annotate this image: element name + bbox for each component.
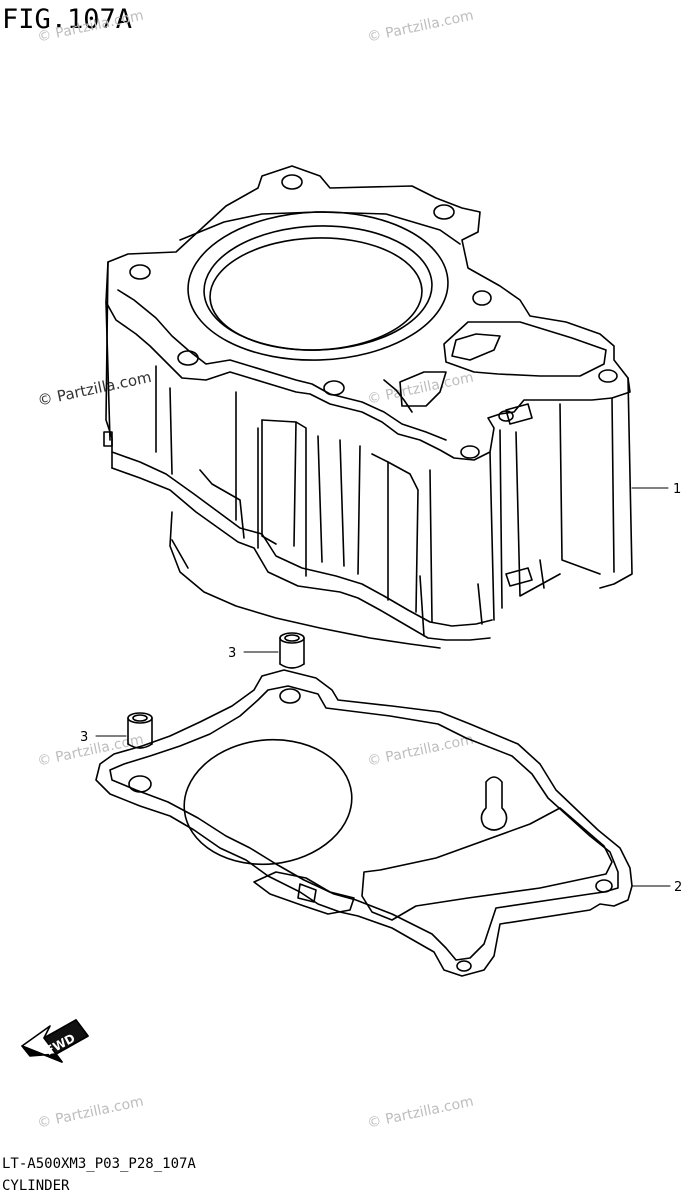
dowel-pin-upper[interactable] (279, 632, 305, 669)
leader-lines (95, 487, 671, 887)
callout-part-1[interactable]: 1 (673, 482, 681, 497)
callout-part-2[interactable]: 2 (674, 880, 682, 895)
callout-part-3-upper[interactable]: 3 (228, 646, 236, 661)
drawing-code: LT-A500XM3_P03_P28_107A (2, 1156, 196, 1172)
cylinder-gasket-part[interactable] (95, 669, 633, 977)
figure-title: FIG.107A (2, 4, 133, 35)
cylinder-part[interactable] (103, 165, 633, 649)
fwd-arrow-icon (21, 1019, 89, 1063)
section-name: CYLINDER (2, 1178, 70, 1194)
callout-part-3-lower[interactable]: 3 (80, 730, 88, 745)
dowel-pin-lower[interactable] (127, 712, 153, 749)
